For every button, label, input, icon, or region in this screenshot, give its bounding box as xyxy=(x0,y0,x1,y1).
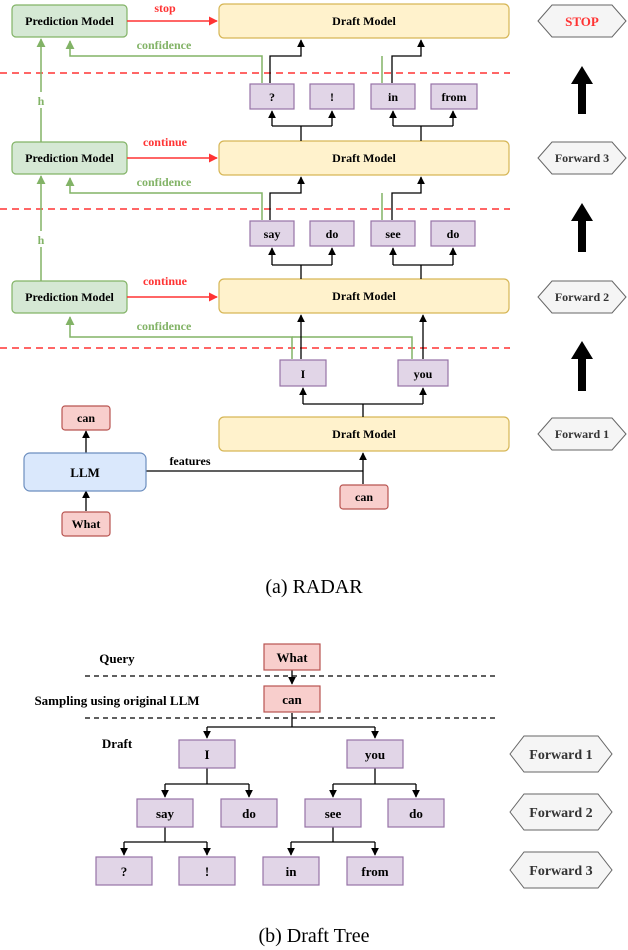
token-can-input: can xyxy=(339,484,389,510)
token-label: see xyxy=(385,227,401,241)
token-label: in xyxy=(286,864,298,879)
token-label: can xyxy=(77,411,95,425)
tree-stage-forward3: Forward 3 xyxy=(509,851,613,889)
prediction-model-label: Prediction Model xyxy=(25,14,114,28)
token-label: from xyxy=(441,90,466,104)
llm-box: LLM xyxy=(23,452,147,492)
token-level3: ? ! in from xyxy=(249,83,478,110)
prediction-model-label: Prediction Model xyxy=(25,151,114,165)
token-label: do xyxy=(447,227,460,241)
token-label: in xyxy=(388,90,398,104)
stage-label: Forward 2 xyxy=(529,806,592,821)
draft-model-label: Draft Model xyxy=(332,289,396,303)
confidence-line xyxy=(65,177,263,220)
token-label: can xyxy=(355,490,373,504)
row-label-sampling: Sampling using original LLM xyxy=(34,693,199,708)
confidence-label: confidence xyxy=(137,38,192,52)
token-label: do xyxy=(326,227,339,241)
stage-label: Forward 3 xyxy=(529,864,592,879)
token-label: ! xyxy=(205,864,209,879)
draft-model-label: Draft Model xyxy=(332,427,396,441)
tree-level1: I you xyxy=(178,739,404,769)
token-label: ! xyxy=(330,90,334,104)
confidence-label: confidence xyxy=(137,319,192,333)
stage-label: Forward 1 xyxy=(555,427,609,441)
stage-forward3: Forward 3 xyxy=(537,141,627,175)
caption-draft-tree: (b) Draft Tree xyxy=(258,925,369,947)
up-arrow-icon xyxy=(571,66,593,114)
token-level2: say do see do xyxy=(249,220,476,247)
token-can-output: can xyxy=(61,405,111,431)
token-label: ? xyxy=(269,90,275,104)
tree-level3: ? ! in from xyxy=(95,856,404,886)
prediction-model-top: Prediction Model xyxy=(11,4,128,38)
draft-model-top: Draft Model xyxy=(218,3,510,39)
confidence-line xyxy=(292,336,413,359)
token-label: ? xyxy=(121,864,128,879)
token-label: you xyxy=(365,747,385,762)
token-label: see xyxy=(325,806,342,821)
signal-stop: stop xyxy=(154,1,176,15)
panel-b: Query Sampling using original LLM Draft xyxy=(34,643,613,947)
token-label: you xyxy=(414,367,433,381)
prediction-model-label: Prediction Model xyxy=(25,290,114,304)
panel-a: Prediction Model Prediction Model Predic… xyxy=(0,1,627,598)
token-label: do xyxy=(242,806,256,821)
h-label: h xyxy=(38,94,45,108)
stage-forward1: Forward 1 xyxy=(537,417,627,451)
tree-token-can: can xyxy=(263,685,321,713)
row-label-query: Query xyxy=(99,651,135,666)
confidence-label: confidence xyxy=(137,175,192,189)
tree-stage-forward1: Forward 1 xyxy=(509,735,613,773)
stage-label: Forward 3 xyxy=(555,151,609,165)
token-what-input: What xyxy=(61,511,111,537)
stage-stop: STOP xyxy=(537,4,627,38)
caption-radar: (a) RADAR xyxy=(265,576,363,598)
token-label: say xyxy=(264,227,281,241)
tree-stage-forward2: Forward 2 xyxy=(509,793,613,831)
token-level1: I you xyxy=(279,359,449,387)
draft-model-forward1: Draft Model xyxy=(218,416,510,452)
token-label: What xyxy=(276,650,308,665)
token-label: from xyxy=(361,864,388,879)
signal-continue: continue xyxy=(143,135,188,149)
row-label-draft: Draft xyxy=(102,736,133,751)
draft-model-label: Draft Model xyxy=(332,14,396,28)
draft-model-label: Draft Model xyxy=(332,151,396,165)
stage-label: STOP xyxy=(565,14,599,29)
features-label: features xyxy=(169,454,210,468)
token-label: can xyxy=(282,692,302,707)
tree-level2: say do see do xyxy=(136,798,445,828)
signal-continue: continue xyxy=(143,274,188,288)
prediction-model-bottom: Prediction Model xyxy=(11,280,128,314)
token-label: What xyxy=(72,517,101,531)
up-arrow-icon xyxy=(571,203,593,252)
h-label: h xyxy=(38,233,45,247)
up-arrow-icon xyxy=(571,341,593,391)
stage-label: Forward 1 xyxy=(529,748,592,763)
tree-token-what: What xyxy=(263,643,321,671)
llm-label: LLM xyxy=(70,465,100,480)
token-label: do xyxy=(409,806,423,821)
token-label: I xyxy=(204,747,209,762)
stage-forward2: Forward 2 xyxy=(537,280,627,314)
token-label: I xyxy=(301,367,306,381)
stage-label: Forward 2 xyxy=(555,290,609,304)
draft-model-forward3: Draft Model xyxy=(218,140,510,176)
draft-model-forward2: Draft Model xyxy=(218,278,510,314)
token-label: say xyxy=(156,806,175,821)
confidence-line xyxy=(65,40,263,83)
prediction-model-mid: Prediction Model xyxy=(11,141,128,175)
confidence-line xyxy=(65,316,293,359)
